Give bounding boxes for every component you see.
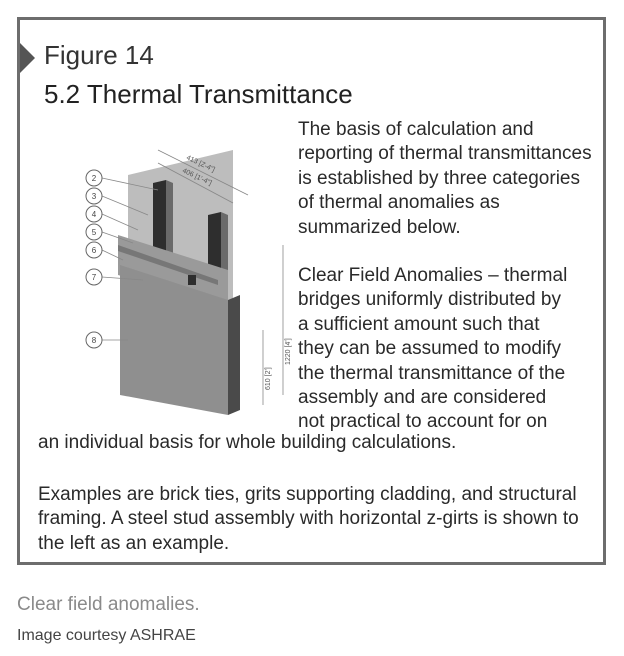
stud-left: [153, 180, 166, 268]
paragraph-line: a sufficient amount such that: [298, 313, 540, 335]
dim-right-1: 1220 [4']: [285, 338, 292, 365]
figure-label: Figure 14: [44, 40, 154, 70]
dim-right-2: 610 [2']: [265, 367, 272, 390]
callout-3: 3: [92, 192, 97, 201]
paragraph-line: not practical to account for on: [298, 411, 548, 433]
callout-6: 6: [92, 246, 97, 255]
figure-caption: Clear field anomalies.: [17, 594, 200, 615]
image-credit: Image courtesy ASHRAE: [17, 627, 196, 644]
paragraph-line: assembly and are considered: [298, 387, 547, 409]
figure-arrow-icon: [20, 43, 35, 73]
cladding-face: [120, 265, 228, 415]
callout-7: 7: [92, 273, 97, 282]
callout-2: 2: [92, 174, 97, 183]
callout-markers: [85, 169, 103, 349]
paragraph-clear-field: Clear Field Anomalies – thermal bridges …: [298, 264, 598, 435]
girt-layer: [118, 235, 228, 305]
paragraph-line: they can be assumed to modify: [298, 338, 561, 360]
paragraph-basis: The basis of calculation and reporting o…: [298, 119, 592, 238]
steel-stud-assembly-illustration: 2 3 4 5 6 7 8 413 [Z-4"] 406 [1'-4"] 122…: [85, 149, 292, 415]
paragraph-line: the thermal transmittance of the: [298, 362, 566, 384]
paragraph-examples: Examples are brick ties, grits supportin…: [38, 484, 579, 554]
paragraph-line: bridges uniformly distributed by: [298, 289, 561, 311]
callout-4: 4: [92, 210, 97, 219]
paragraph-clear-field-tail: an individual basis for whole building c…: [38, 432, 457, 453]
section-title: 5.2 Thermal Transmittance: [44, 79, 353, 109]
paragraph-line: Clear Field Anomalies – thermal: [298, 265, 568, 286]
figure-box: Figure 14 5.2 Thermal Transmittance: [17, 17, 606, 565]
callout-8: 8: [92, 336, 97, 345]
callout-5: 5: [92, 228, 97, 237]
